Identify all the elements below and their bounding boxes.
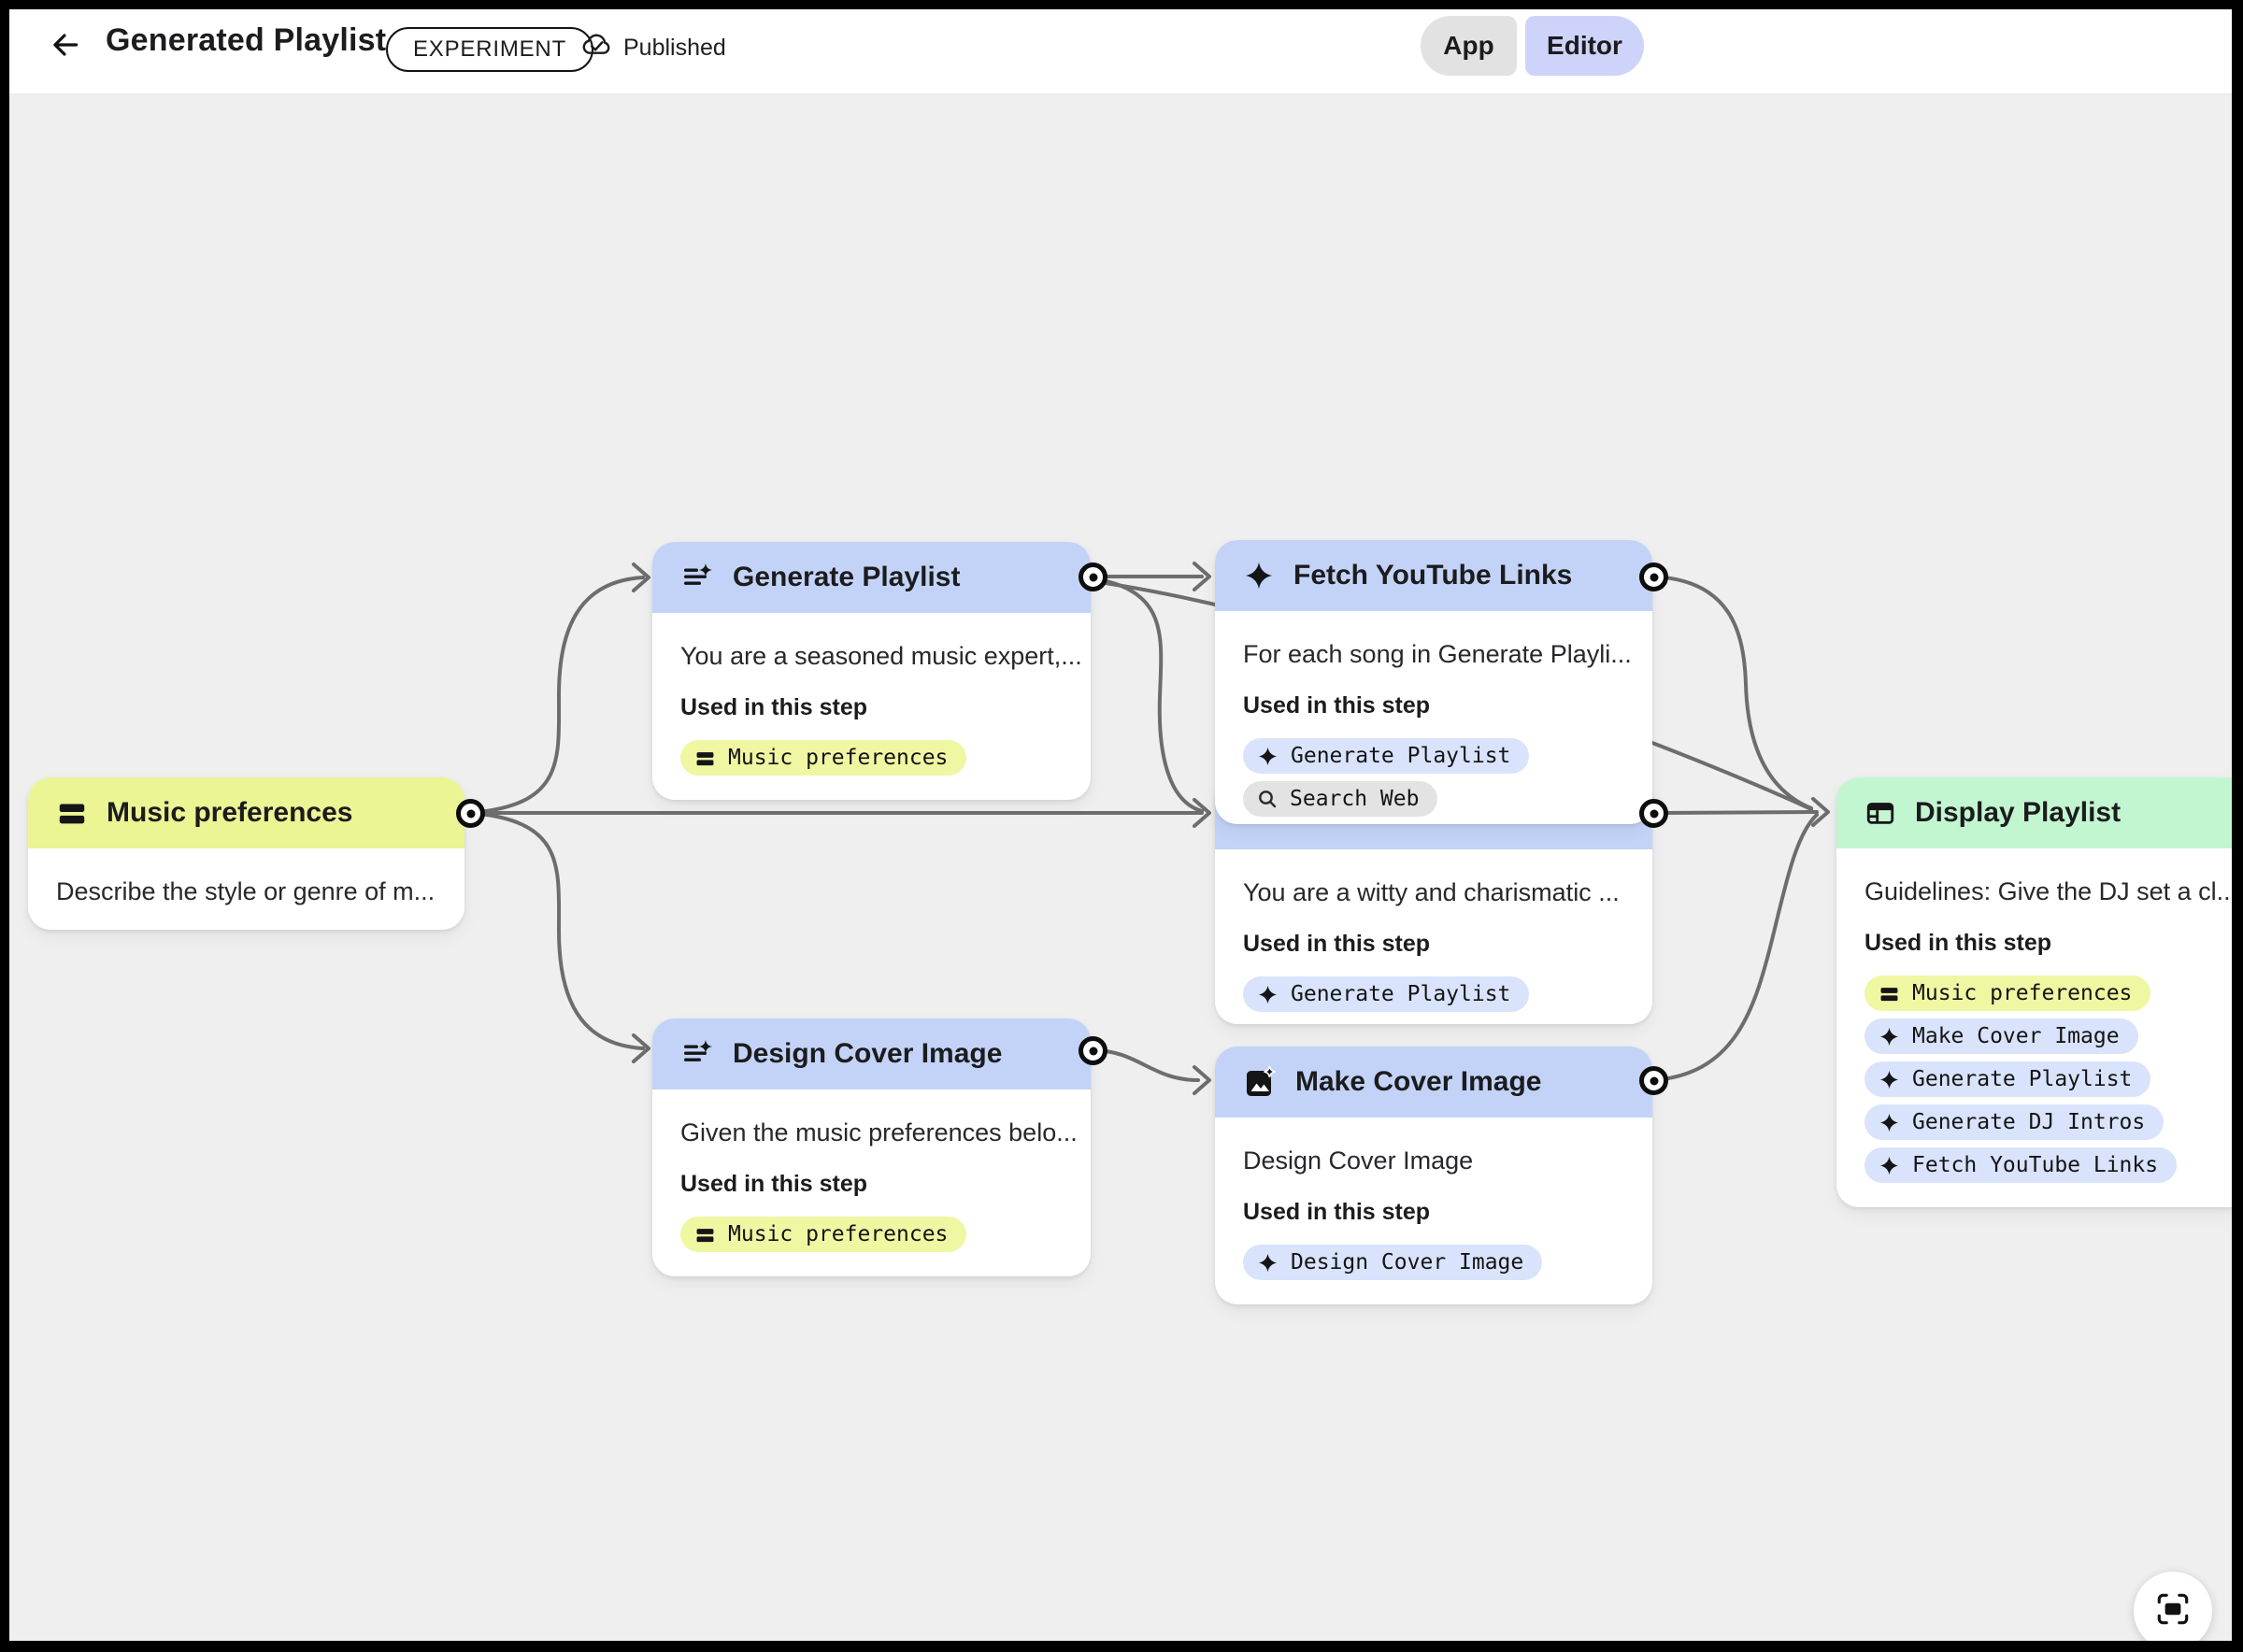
chip-label: Generate Playlist <box>1912 1067 2133 1091</box>
node-header: Make Cover Image <box>1215 1047 1652 1118</box>
image-spark-icon <box>1243 1065 1277 1099</box>
spark-icon <box>1257 746 1279 767</box>
fit-to-screen-icon <box>2153 1589 2193 1633</box>
view-switcher: App Editor <box>1421 16 1644 76</box>
back-button[interactable] <box>45 26 86 67</box>
chip-label: Generate Playlist <box>1291 744 1511 768</box>
chip-label: Generate DJ Intros <box>1912 1110 2146 1134</box>
spark-icon <box>1879 1026 1900 1047</box>
app-view-button[interactable]: App <box>1421 16 1517 76</box>
screen-border <box>0 0 9 1652</box>
screen-border <box>2232 0 2243 1652</box>
screen-border <box>0 0 2243 9</box>
app-bar: Generated Playlist EXPERIMENT Published … <box>0 0 2243 94</box>
chip-search-web: Search Web <box>1243 781 1438 817</box>
chip-music-preferences: Music preferences <box>680 740 967 776</box>
output-port-make-cover-image[interactable] <box>1639 1066 1668 1095</box>
screen-border <box>0 1641 2243 1652</box>
cloud-check-icon <box>579 31 612 64</box>
fit-to-screen-button[interactable] <box>2134 1572 2212 1650</box>
used-in-step-label: Used in this step <box>1864 930 2052 956</box>
publish-status-label: Published <box>623 34 726 61</box>
text-input-rows-icon <box>694 1224 716 1246</box>
chip-label: Generate Playlist <box>1291 982 1511 1006</box>
node-header: Design Cover Image <box>652 1018 1091 1089</box>
used-in-step-label: Used in this step <box>1243 931 1431 957</box>
node-make-cover-image[interactable]: Make Cover Image Design Cover Image Used… <box>1215 1047 1652 1304</box>
node-generate-playlist[interactable]: Generate Playlist You are a seasoned mus… <box>652 542 1091 800</box>
spark-icon <box>1879 1069 1900 1090</box>
chip-label: Design Cover Image <box>1291 1250 1524 1275</box>
used-in-step-label: Used in this step <box>1243 1199 1431 1225</box>
chip-label: Music preferences <box>1912 981 2133 1005</box>
text-input-rows-icon <box>1879 983 1900 1004</box>
node-prompt-preview: Describe the style or genre of m... <box>56 877 436 905</box>
node-header: Music preferences <box>28 777 464 848</box>
output-port-generate-dj-intros[interactable] <box>1639 799 1668 828</box>
generate-text-icon <box>680 1037 714 1071</box>
chip-label: Fetch YouTube Links <box>1912 1153 2159 1177</box>
used-in-step-label: Used in this step <box>1243 692 1431 719</box>
node-prompt-preview: You are a seasoned music expert,... <box>680 642 1082 670</box>
generate-text-icon <box>680 561 714 594</box>
node-music-preferences[interactable]: Music preferences Describe the style or … <box>28 777 464 930</box>
chip-label: Music preferences <box>728 1222 949 1246</box>
node-title: Display Playlist <box>1915 797 2122 828</box>
node-fetch-youtube-links[interactable]: Fetch YouTube Links For each song in Gen… <box>1215 540 1652 824</box>
chip-label: Make Cover Image <box>1912 1024 2120 1048</box>
node-title: Make Cover Image <box>1295 1066 1542 1097</box>
chip-generate-playlist: Generate Playlist <box>1243 976 1530 1012</box>
node-title: Music preferences <box>107 797 353 828</box>
node-header: Generate Playlist <box>652 542 1091 613</box>
spark-icon <box>1257 1252 1279 1274</box>
experiment-badge: EXPERIMENT <box>386 27 594 72</box>
node-title: Design Cover Image <box>733 1038 1003 1069</box>
output-port-generate-playlist[interactable] <box>1079 563 1107 591</box>
publish-status: Published <box>579 24 726 71</box>
chip-generate-playlist: Generate Playlist <box>1243 738 1530 774</box>
used-in-step-label: Used in this step <box>680 1171 868 1197</box>
layout-window-icon <box>1864 797 1896 829</box>
editor-view-button[interactable]: Editor <box>1525 16 1644 76</box>
used-in-step-label: Used in this step <box>680 694 868 720</box>
node-design-cover-image[interactable]: Design Cover Image Given the music prefe… <box>652 1018 1091 1276</box>
node-title: Fetch YouTube Links <box>1293 560 1573 591</box>
back-arrow-icon <box>48 27 83 67</box>
page-title: Generated Playlist <box>106 22 387 58</box>
text-input-rows-icon <box>56 797 88 829</box>
output-port-fetch-youtube-links[interactable] <box>1639 563 1668 591</box>
spark-icon <box>1879 1155 1900 1176</box>
text-input-rows-icon <box>694 748 716 769</box>
output-port-design-cover-image[interactable] <box>1079 1036 1107 1065</box>
spark-icon <box>1879 1112 1900 1133</box>
node-prompt-preview: For each song in Generate Playli... <box>1243 640 1632 668</box>
spark-icon <box>1257 984 1279 1005</box>
node-prompt-preview: Guidelines: Give the DJ set a cl... <box>1864 877 2238 905</box>
chip-generate-dj-intros: Generate DJ Intros <box>1864 1104 2164 1140</box>
output-port-music-preferences[interactable] <box>456 799 485 828</box>
node-display-playlist[interactable]: Display Playlist Guidelines: Give the DJ… <box>1836 777 2238 1207</box>
node-title: Generate Playlist <box>733 562 961 592</box>
chip-make-cover-image: Make Cover Image <box>1864 1018 2138 1054</box>
chip-label: Music preferences <box>728 746 949 770</box>
node-prompt-preview: Design Cover Image <box>1243 1146 1474 1175</box>
chip-generate-playlist: Generate Playlist <box>1864 1061 2151 1097</box>
node-prompt-preview: Given the music preferences belo... <box>680 1118 1078 1146</box>
node-header: Display Playlist <box>1836 777 2235 848</box>
chip-fetch-youtube-links: Fetch YouTube Links <box>1864 1147 2178 1183</box>
spark-icon <box>1243 560 1275 591</box>
chip-design-cover-image: Design Cover Image <box>1243 1245 1543 1280</box>
chip-label: Search Web <box>1290 787 1420 811</box>
node-prompt-preview: You are a witty and charismatic ... <box>1243 878 1620 906</box>
chip-music-preferences: Music preferences <box>1864 976 2151 1011</box>
node-header: Fetch YouTube Links <box>1215 540 1652 611</box>
search-icon <box>1257 789 1278 809</box>
chip-music-preferences: Music preferences <box>680 1217 967 1252</box>
